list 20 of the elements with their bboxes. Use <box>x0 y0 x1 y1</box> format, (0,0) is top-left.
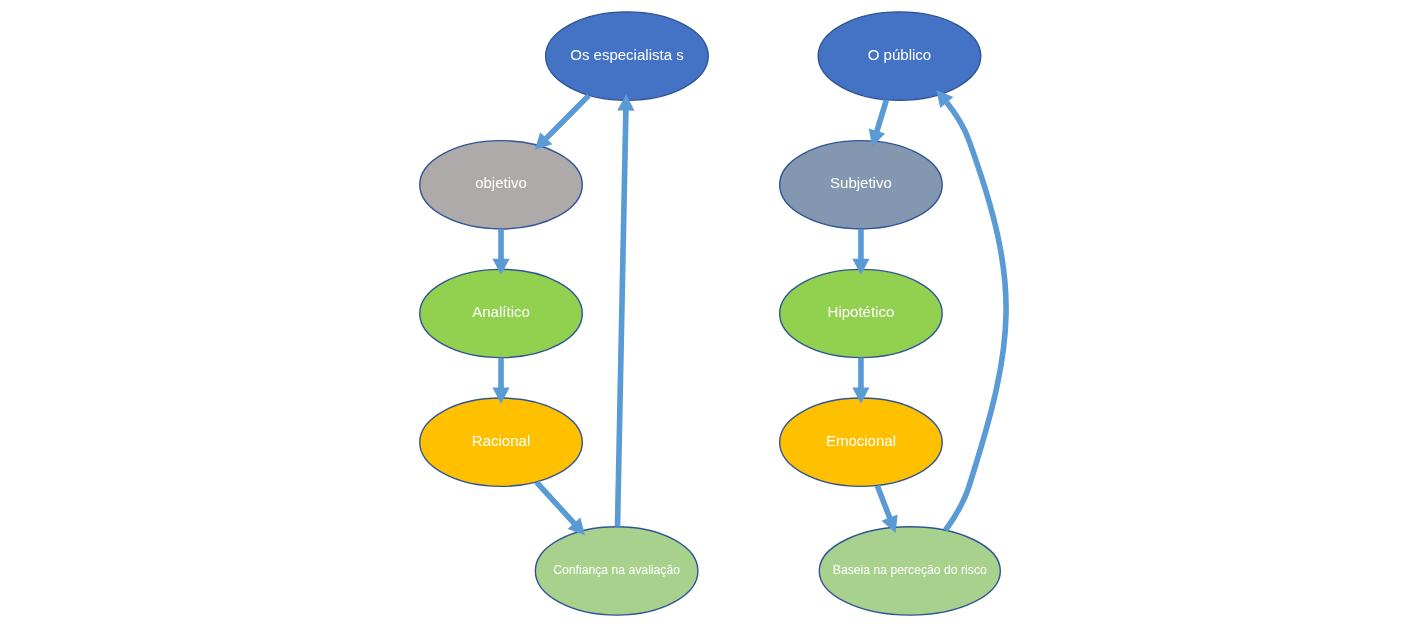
arrow <box>491 229 510 276</box>
arrow <box>851 357 870 404</box>
node-ellipse: Subjetivo <box>778 139 943 230</box>
node-ellipse: Racional <box>418 397 583 488</box>
arrow <box>534 93 591 150</box>
node-ellipse: Baseia na perceção do risco <box>818 526 1001 616</box>
arrow <box>874 484 898 533</box>
node-ellipse: Analítico <box>418 268 583 359</box>
node-ellipse: Emocional <box>778 397 943 488</box>
arrow <box>534 480 585 536</box>
node-ellipse: Confiança na avaliação <box>534 526 699 616</box>
arrow <box>851 229 870 276</box>
node-ellipse: O público <box>816 11 981 101</box>
arrow <box>491 357 510 404</box>
arrow <box>935 89 1009 532</box>
arrow <box>868 99 889 147</box>
node-ellipse: Os especialista s <box>544 11 709 101</box>
node-ellipse: Hipotético <box>778 268 943 359</box>
arrow <box>614 94 634 527</box>
node-ellipse: objetivo <box>418 139 583 230</box>
